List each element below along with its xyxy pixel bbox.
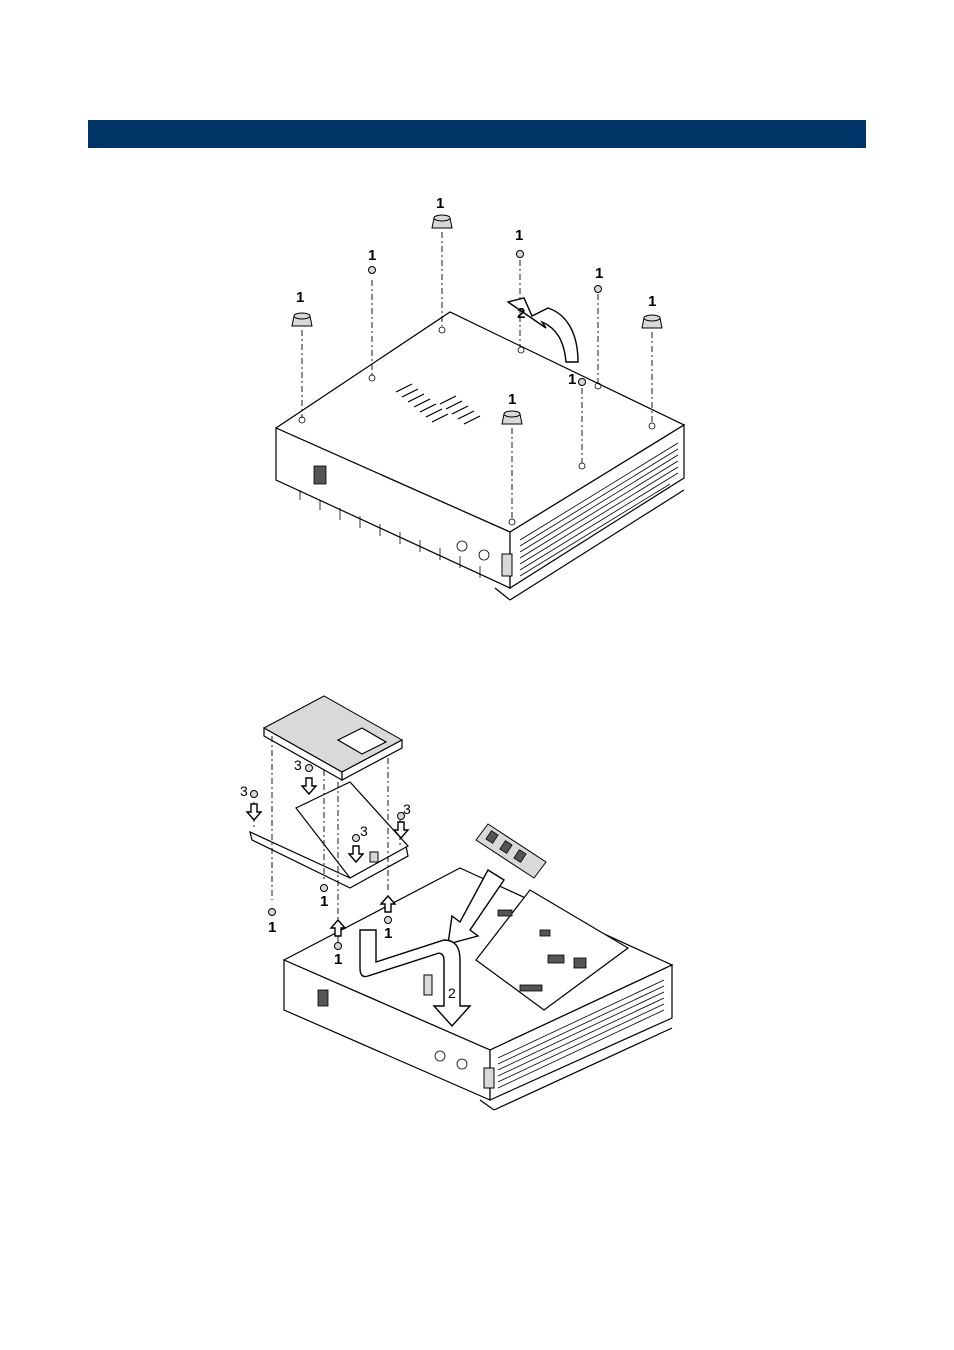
standoff (424, 975, 432, 995)
memory-module (476, 824, 546, 878)
callout-label: 2 (448, 985, 456, 1001)
callout-label: 1 (320, 893, 328, 910)
callout-label: 1 (296, 289, 304, 306)
bracket (484, 1068, 494, 1088)
callout-label: 1 (515, 227, 523, 244)
callout-label: 1 (648, 293, 656, 310)
hard-drive (264, 696, 402, 780)
callout-label: 1 (368, 247, 376, 264)
callout-label: 2 (517, 305, 525, 322)
hdd-bracket (250, 782, 408, 888)
port-block (314, 466, 326, 484)
callout-label: 3 (294, 757, 302, 773)
base-edge (480, 1100, 494, 1110)
callout-label: 3 (360, 823, 368, 839)
callout-label: 1 (436, 195, 444, 212)
bracket (502, 554, 512, 576)
callout-label: 1 (568, 371, 576, 388)
callout-label: 1 (334, 951, 342, 968)
callout-label: 1 (508, 391, 516, 408)
callout-label: 1 (384, 925, 392, 942)
port-block (318, 990, 328, 1006)
callout-label: 1 (595, 265, 603, 282)
figure-2-hdd-memory: 3 3 3 3 1 1 1 1 2 (240, 696, 672, 1110)
callout-label: 1 (268, 919, 276, 936)
callout-label: 3 (403, 801, 411, 817)
figure-1-bottom-cover: 1 1 1 1 2 1 1 1 1 (276, 195, 684, 600)
callout-label: 3 (240, 783, 248, 799)
